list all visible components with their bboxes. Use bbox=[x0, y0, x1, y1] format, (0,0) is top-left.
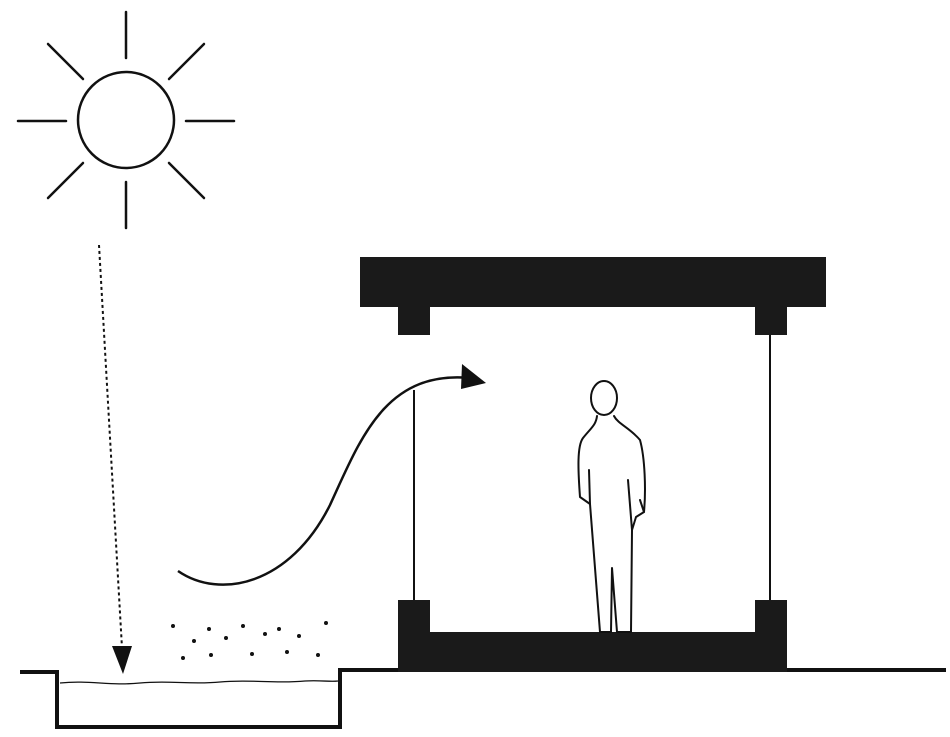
water-surface bbox=[59, 680, 339, 685]
sunlight-arrow-icon bbox=[98, 244, 132, 674]
person-hand-right bbox=[639, 499, 645, 513]
vapor-dot bbox=[250, 652, 254, 656]
roof-beam-left bbox=[398, 305, 430, 335]
floor-slab bbox=[398, 632, 787, 672]
vapor-dot bbox=[316, 653, 320, 657]
sun-ray bbox=[167, 161, 206, 200]
roof-slab bbox=[360, 257, 826, 307]
sun-ray bbox=[46, 161, 85, 200]
sun-icon bbox=[16, 10, 236, 230]
sunlight-arrowhead bbox=[112, 646, 132, 674]
person-arm-detail-left bbox=[588, 469, 591, 505]
person-head bbox=[590, 380, 618, 416]
sun-disc bbox=[76, 70, 176, 170]
person-body bbox=[577, 415, 646, 633]
sun-ray bbox=[167, 42, 206, 81]
vapor-dot bbox=[224, 636, 228, 640]
roof-beam-right bbox=[755, 305, 787, 335]
airflow-curve bbox=[177, 376, 471, 586]
vapor-dot bbox=[192, 639, 196, 643]
vapor-dot bbox=[277, 627, 281, 631]
evaporation-particles bbox=[171, 621, 328, 660]
ground-and-pool bbox=[20, 668, 946, 729]
vapor-dot bbox=[324, 621, 328, 625]
vapor-dot bbox=[181, 656, 185, 660]
vapor-dot bbox=[297, 634, 301, 638]
vapor-dot bbox=[171, 624, 175, 628]
airflow-arrowhead bbox=[461, 364, 486, 389]
vapor-dot bbox=[241, 624, 245, 628]
sun-ray bbox=[46, 42, 85, 81]
cool-air-flow-arrow-icon bbox=[177, 364, 486, 586]
pavilion-columns bbox=[413, 335, 771, 600]
open-pavilion-structure bbox=[360, 257, 826, 672]
person-arm-detail-right bbox=[627, 479, 633, 531]
pool-basin bbox=[20, 668, 946, 729]
person-icon bbox=[577, 380, 646, 633]
sun-rays bbox=[16, 10, 236, 230]
floor-curb-left bbox=[398, 600, 430, 640]
vapor-dot bbox=[263, 632, 267, 636]
vapor-dot bbox=[209, 653, 213, 657]
vapor-dot bbox=[285, 650, 289, 654]
floor-curb-right bbox=[755, 600, 787, 640]
sunlight-ray-line bbox=[98, 244, 123, 649]
vapor-dot bbox=[207, 627, 211, 631]
